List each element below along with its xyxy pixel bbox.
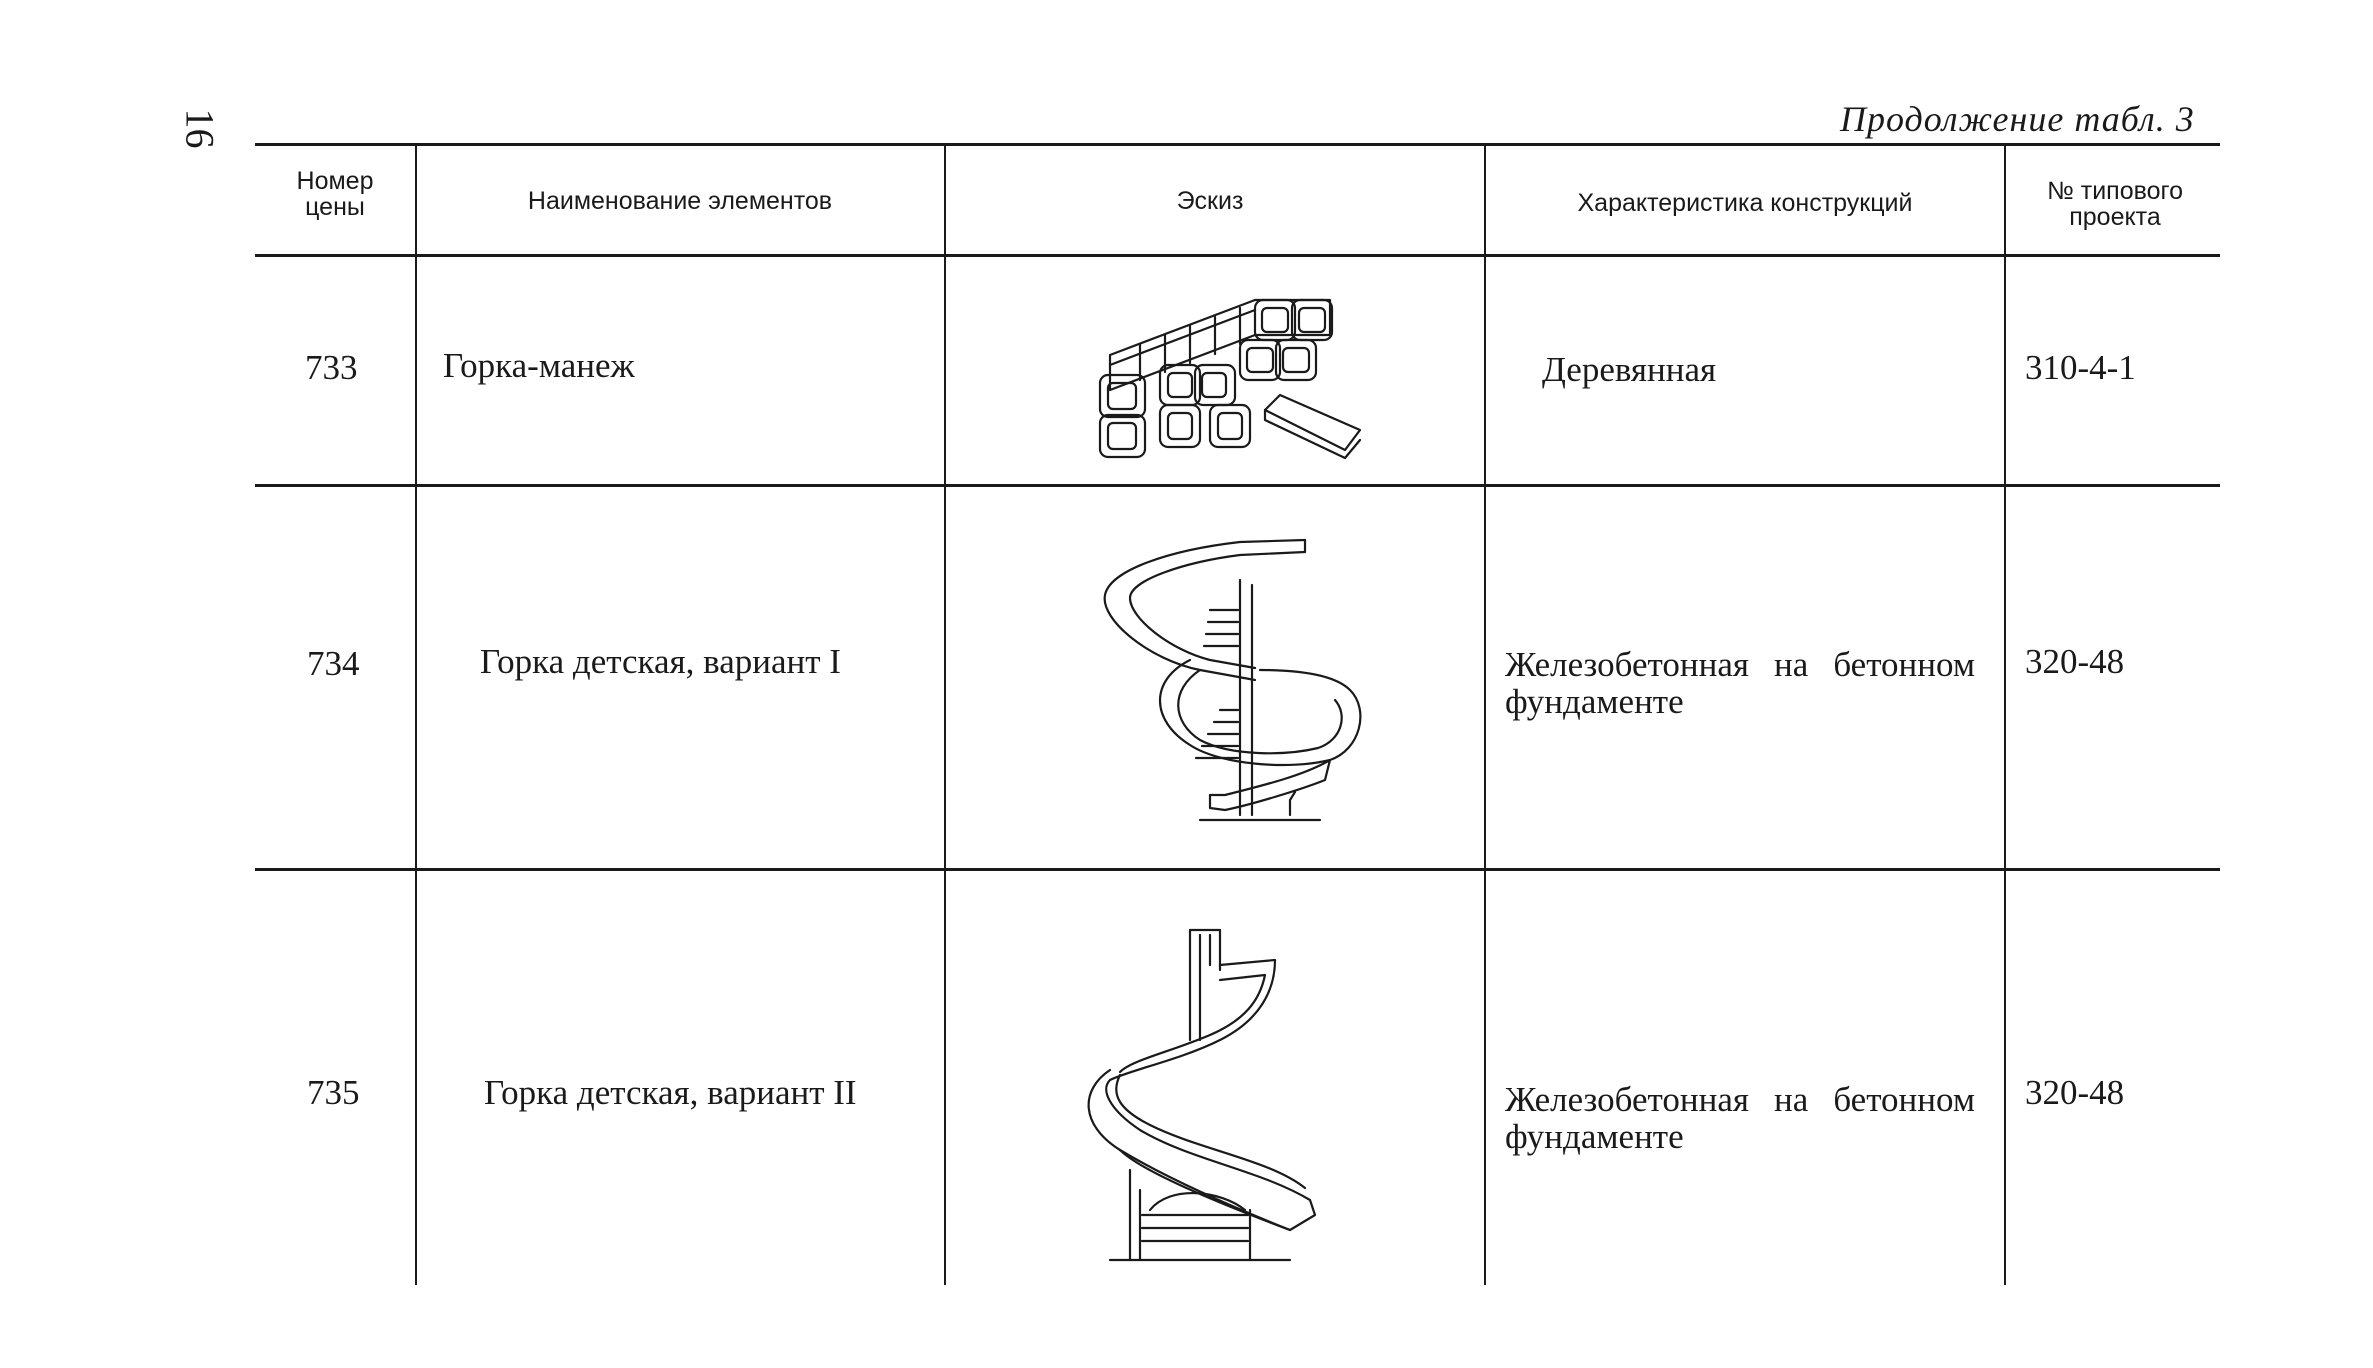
table-continuation-caption: Продолжение табл. 3 xyxy=(1840,99,2195,139)
table-row-number: 734 xyxy=(307,644,360,683)
table-row-characteristic: Железобетонная на бетонном фундаменте xyxy=(1505,645,1975,721)
page-number: 16 xyxy=(177,108,223,149)
header-name: Наименование элементов xyxy=(527,187,833,215)
table-row-characteristic: Деревянная xyxy=(1542,350,1717,389)
table-top-rule xyxy=(255,143,2220,146)
spiral-slide-sketch-icon xyxy=(1103,538,1362,822)
header-project: № типового проекта xyxy=(2047,177,2183,232)
column-divider xyxy=(1484,145,1486,1285)
table-row-name: Горка детская, вариант I xyxy=(480,642,841,681)
table-row-number: 733 xyxy=(305,348,358,387)
table-row-name: Горка-манеж xyxy=(443,346,635,385)
column-divider xyxy=(415,145,417,1285)
column-divider xyxy=(944,145,946,1285)
header-bottom-rule xyxy=(255,254,2220,257)
row-divider xyxy=(255,484,2220,487)
table-row-number: 735 xyxy=(307,1073,360,1112)
row-divider xyxy=(255,868,2220,871)
table-row-name: Горка детская, вариант II xyxy=(484,1073,857,1112)
column-divider xyxy=(2004,145,2006,1285)
table-row-project: 320-48 xyxy=(2025,1073,2125,1112)
playpen-slide-sketch-icon xyxy=(1098,298,1362,460)
table-row-project: 310-4-1 xyxy=(2025,348,2136,387)
header-number: Номер цены xyxy=(296,167,374,222)
header-characteristic: Характеристика конструкций xyxy=(1577,189,1913,217)
table-row-project: 320-48 xyxy=(2025,642,2125,681)
header-sketch: Эскиз xyxy=(1176,187,1244,215)
table-row-characteristic: Железобетонная на бетонном фундаменте xyxy=(1505,1080,1975,1156)
spiral-slide-tower-sketch-icon xyxy=(1087,928,1317,1262)
